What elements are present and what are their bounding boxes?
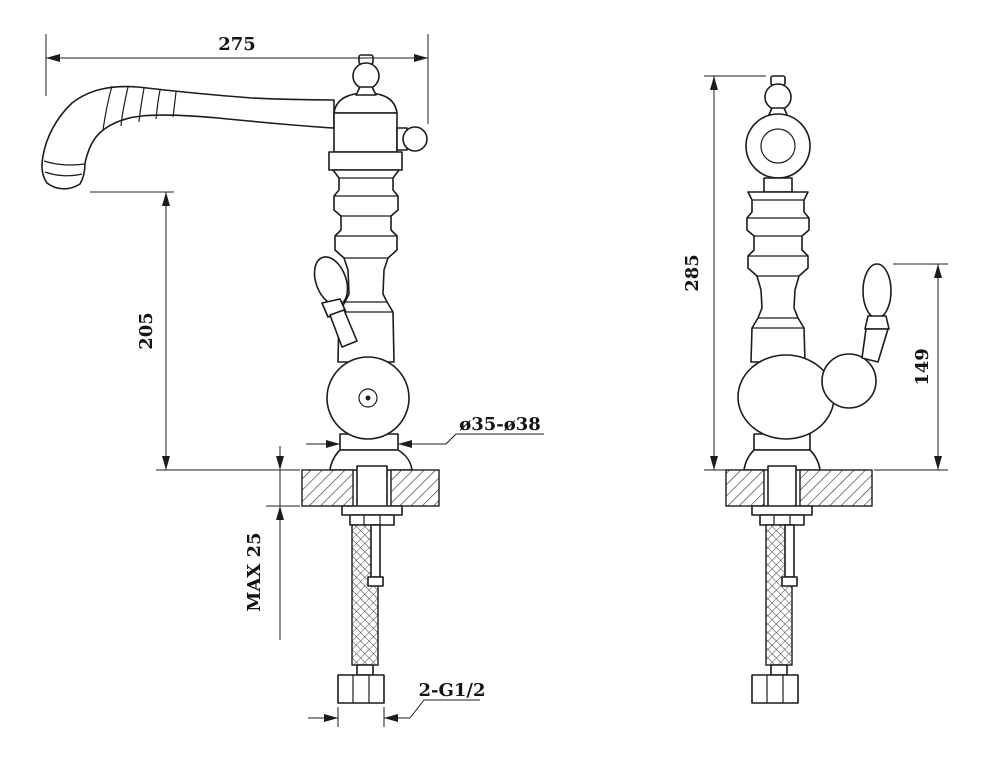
hex-nut-facet-lines — [352, 675, 370, 703]
handle-knob-side — [862, 263, 892, 319]
countertop-right-side — [799, 469, 873, 507]
washer-flange — [341, 505, 403, 516]
leader-line — [445, 433, 544, 445]
spout-ring-inner — [760, 128, 796, 164]
side-knob-ball — [402, 126, 428, 152]
locknut-side — [759, 514, 805, 526]
side-view — [725, 75, 892, 704]
dim-handle-height: 149 — [874, 263, 948, 471]
mounting-stud-side — [784, 524, 795, 578]
dim-thread: 2-G1/2 — [308, 680, 486, 727]
dim-label-spout-reach: 275 — [218, 34, 256, 55]
countertop-left-side — [725, 469, 765, 507]
locknut-facet-lines — [363, 515, 381, 525]
hose-collar-side — [770, 664, 788, 676]
arrowhead — [162, 456, 170, 470]
arrowhead — [398, 440, 412, 448]
spout — [41, 85, 335, 190]
spout-ridge-lines — [102, 85, 177, 131]
dim-spout-reach: 275 — [45, 34, 429, 124]
arrowhead — [324, 714, 338, 722]
hex-nut-facet-lines-side — [766, 675, 784, 703]
arrowhead — [162, 192, 170, 206]
hose-collar — [356, 664, 374, 676]
handle-boss-side — [821, 353, 877, 409]
arrowhead — [46, 54, 60, 62]
arrowhead — [934, 264, 942, 278]
handle-lever-side — [861, 328, 889, 363]
cartridge-circle — [358, 388, 378, 408]
front-view — [41, 54, 440, 704]
dim-label-total-height: 285 — [682, 254, 703, 292]
washer-flange-side — [751, 505, 813, 516]
dim-label-spout-height: 205 — [136, 312, 157, 350]
dim-hole-diameter: ø35-ø38 — [306, 414, 544, 448]
finial-ball-side — [764, 83, 792, 111]
junction-cap — [333, 92, 398, 114]
junction-body — [333, 112, 398, 153]
dim-max-thickness: MAX 25 — [244, 446, 300, 640]
handle-collar-side — [864, 315, 890, 330]
aerator-lines — [43, 160, 85, 177]
finial-ball — [352, 62, 380, 90]
dim-label-handle-height: 149 — [912, 348, 933, 386]
dim-label-thread: 2-G1/2 — [419, 680, 486, 701]
arrowhead — [326, 440, 340, 448]
arrowhead — [276, 456, 284, 470]
hex-nut — [337, 674, 385, 704]
arrowhead — [710, 76, 718, 90]
column-ring-lines — [334, 177, 398, 313]
stud-foot-side — [781, 576, 798, 587]
dim-label-hole-diameter: ø35-ø38 — [459, 414, 541, 435]
spout-ring-outer — [745, 113, 811, 179]
handle-lever — [329, 309, 358, 348]
leader-line — [409, 699, 480, 719]
arrowhead — [414, 54, 428, 62]
arrowhead — [384, 714, 398, 722]
countertop-left — [301, 469, 354, 507]
dim-total-height: 285 — [682, 75, 766, 471]
shank — [356, 465, 388, 509]
stud-foot — [367, 576, 384, 587]
shank-side — [767, 465, 797, 509]
locknut — [349, 514, 395, 526]
mounting-stud — [370, 524, 381, 578]
column-side-ring-lines — [747, 199, 809, 329]
cartridge-dot — [365, 395, 371, 401]
finial-stem — [355, 86, 377, 96]
body-side — [737, 354, 835, 440]
countertop-right — [390, 469, 440, 507]
hex-nut-side — [751, 674, 799, 704]
arrowhead — [710, 456, 718, 470]
arrowhead — [934, 456, 942, 470]
locknut-facet-lines-side — [773, 515, 791, 525]
ring-collar-side — [763, 177, 793, 193]
dim-label-max-thickness: MAX 25 — [244, 532, 265, 611]
dim-spout-height: 205 — [90, 191, 300, 471]
junction-collar — [328, 151, 403, 171]
arrowhead — [276, 506, 284, 520]
